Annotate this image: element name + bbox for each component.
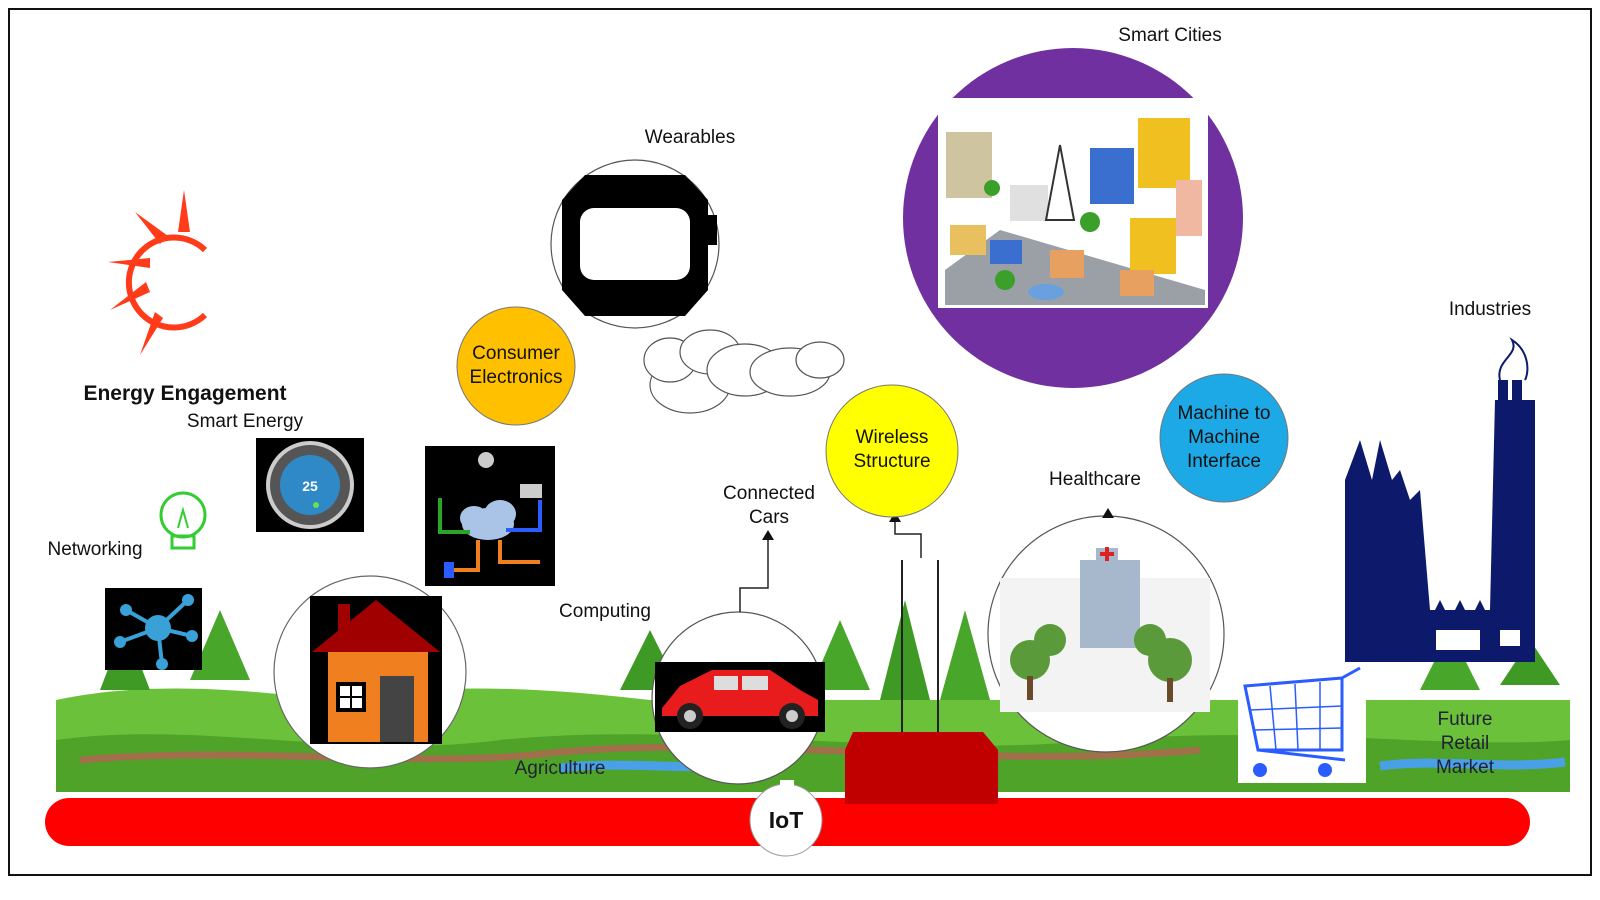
- sun-icon: [108, 190, 208, 355]
- smart-cities-label: Smart Cities: [1118, 25, 1222, 46]
- city-icon: [903, 48, 1243, 388]
- thermostat-value: 25: [302, 478, 318, 494]
- wearables-label: Wearables: [644, 127, 736, 148]
- energy-engagement-label: Energy Engagement: [83, 382, 287, 405]
- machine-to-machine-circle: [1159, 373, 1289, 503]
- smart-energy-label: Smart Energy: [186, 411, 304, 432]
- car-icon: [651, 611, 825, 785]
- industries-label: Industries: [1448, 299, 1532, 320]
- tower-base: [845, 732, 998, 804]
- diagram-frame: [8, 8, 1592, 876]
- agriculture-label: Agriculture: [514, 758, 606, 779]
- thermostat-icon: [256, 438, 364, 532]
- connected-cars-label: Connected Cars: [723, 483, 815, 528]
- house-icon: [273, 575, 467, 769]
- hospital-icon: [987, 515, 1225, 753]
- wireless-structure-label: Wireless Structure: [853, 427, 931, 472]
- wireless-structure-circle: [825, 384, 959, 518]
- iot-label: IoT: [768, 807, 804, 833]
- machine-to-machine-label: Machine to Machine Interface: [1177, 403, 1271, 472]
- smartwatch-icon: [550, 159, 720, 329]
- shopping-cart-icon: [1238, 665, 1366, 783]
- healthcare-label: Healthcare: [1049, 469, 1141, 490]
- cloud-computing-icon: [425, 446, 555, 586]
- consumer-electronics-label: Consumer Electronics: [469, 343, 563, 388]
- computing-label: Computing: [559, 601, 651, 622]
- network-hub-icon: [105, 588, 202, 670]
- cloud-icon: [643, 329, 845, 414]
- future-retail-label: Future Retail Market: [1435, 709, 1495, 778]
- consumer-electronics-circle: [456, 306, 576, 426]
- bulb-icon: [159, 491, 207, 550]
- factory-icon: [1345, 337, 1535, 662]
- networking-label: Networking: [47, 539, 143, 560]
